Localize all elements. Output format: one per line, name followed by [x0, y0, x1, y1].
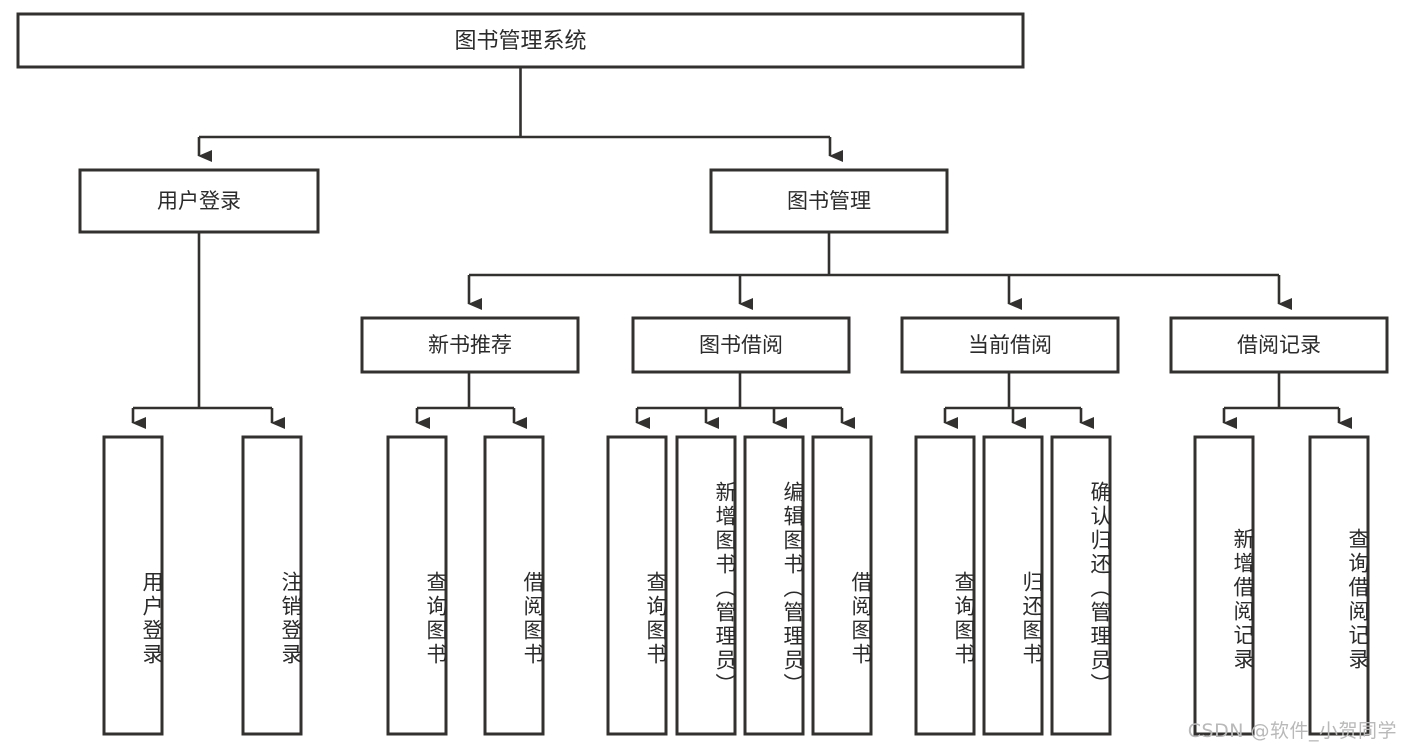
node-leaf-user-login-box[interactable] [102, 435, 164, 736]
node-leaf-logout-login-box[interactable] [241, 435, 303, 736]
node-book-borrow-box[interactable] [631, 316, 851, 374]
node-leaf-query-book-current-box[interactable] [914, 435, 976, 736]
node-user-login[interactable]: 用户登录 [78, 168, 320, 234]
node-book-borrow[interactable]: 图书借阅 [631, 316, 851, 374]
node-leaf-borrow-book-recommend-box[interactable] [483, 435, 545, 736]
node-borrow-record-box[interactable] [1169, 316, 1389, 374]
node-current-borrow-box[interactable] [900, 316, 1120, 374]
node-current-borrow[interactable]: 当前借阅 [900, 316, 1120, 374]
node-leaf-query-book-recommend-box[interactable] [386, 435, 448, 736]
connector-new-book-bus [417, 372, 514, 410]
node-new-book-recommend-label: 新书推荐 [428, 333, 512, 357]
node-current-borrow-label: 当前借阅 [968, 333, 1052, 357]
node-book-borrow-label: 图书借阅 [699, 333, 783, 357]
node-leaf-add-book-admin-box[interactable] [675, 435, 737, 736]
node-borrow-record-label: 借阅记录 [1237, 333, 1321, 357]
connector-book-borrow-bus [637, 372, 842, 410]
node-leaf-return-book-box[interactable] [982, 435, 1044, 736]
node-root-label: 图书管理系统 [454, 29, 586, 54]
connector-layer [131, 67, 1352, 429]
node-leaf-borrow-book-box[interactable] [811, 435, 873, 736]
node-new-book-recommend-box[interactable] [360, 316, 580, 374]
node-leaf-edit-book-admin-box[interactable] [743, 435, 805, 736]
connector-borrow-record-bus [1224, 372, 1339, 410]
connector-book-management-bus [469, 232, 1279, 277]
connector-root-bus [199, 67, 830, 139]
node-leaf-confirm-return-admin-box[interactable] [1050, 435, 1112, 736]
connector-current-borrow-bus [945, 372, 1081, 410]
node-leaf-query-borrow-record-box[interactable] [1308, 435, 1370, 736]
node-borrow-record[interactable]: 借阅记录 [1169, 316, 1389, 374]
node-leaf-query-book-borrow-box[interactable] [606, 435, 668, 736]
node-root-box[interactable] [16, 12, 1025, 69]
node-leaf-add-borrow-record-box[interactable] [1193, 435, 1255, 736]
node-new-book-recommend[interactable]: 新书推荐 [360, 316, 580, 374]
node-book-management-label: 图书管理 [787, 189, 871, 213]
connector-user-login-bus [133, 232, 272, 410]
csdn-watermark: CSDN @软件_小贺同学 [1187, 720, 1397, 742]
node-book-management[interactable]: 图书管理 [709, 168, 949, 234]
node-book-management-box[interactable] [709, 168, 949, 234]
node-user-login-label: 用户登录 [157, 189, 241, 213]
node-layer: 图书管理系统 用户登录 图书管理 新书推荐 图书借阅 [16, 12, 1389, 736]
node-root[interactable]: 图书管理系统 [16, 12, 1025, 69]
node-user-login-box[interactable] [78, 168, 320, 234]
